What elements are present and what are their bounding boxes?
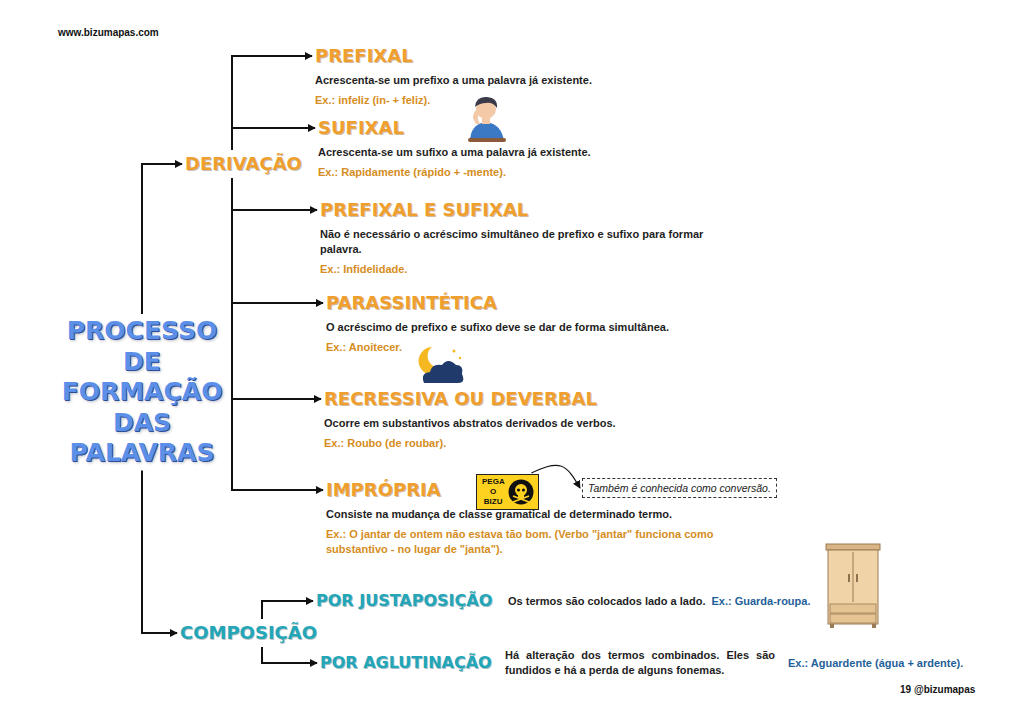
type-description: Os termos são colocados lado a lado. bbox=[508, 594, 705, 609]
tip-badge: PEGA O BIZU bbox=[476, 474, 539, 510]
type-example: Ex.: O jantar de ontem não estava tão bo… bbox=[326, 527, 731, 557]
connector-arrow bbox=[232, 178, 323, 303]
type-heading: PREFIXAL E SUFIXAL bbox=[320, 199, 712, 221]
note-text: Também é conhecida como conversão. bbox=[588, 481, 771, 495]
type-example: Ex.: Roubo (de roubar). bbox=[324, 436, 716, 451]
type-heading: PREFIXAL bbox=[315, 45, 705, 67]
root-title: PROCESSO DE FORMAÇÃO DAS PALAVRAS bbox=[62, 316, 223, 469]
concept-node: DERIVAÇÃO bbox=[185, 152, 302, 176]
type-description: Acrescenta-se um sufixo a uma palavra já… bbox=[318, 145, 708, 160]
connector-arrow bbox=[142, 164, 182, 314]
skull-icon bbox=[508, 479, 534, 505]
concept-node: POR JUSTAPOSIÇÃOOs termos são colocados … bbox=[316, 590, 810, 612]
type-example: Ex.: infeliz (in- + feliz). bbox=[315, 93, 705, 108]
connector-arrow bbox=[232, 128, 315, 150]
concept-node: POR AGLUTINAÇÃOHá alteração dos termos c… bbox=[320, 648, 963, 678]
connector-arrow bbox=[232, 178, 323, 490]
type-example: Ex.: Rapidamente (rápido + -mente). bbox=[318, 165, 708, 180]
connector-arrow bbox=[232, 178, 321, 399]
concept-node: PREFIXAL E SUFIXAL Não é necessário o acr… bbox=[320, 199, 712, 277]
type-heading: POR JUSTAPOSIÇÃO bbox=[316, 590, 508, 612]
connector-arrow bbox=[262, 647, 317, 663]
wardrobe-icon bbox=[826, 544, 880, 628]
type-description: Não é necessário o acréscimo simultâneo … bbox=[320, 227, 712, 257]
type-description: Há alteração dos termos combinados. Eles… bbox=[505, 648, 775, 678]
moon-cloud-icon bbox=[419, 347, 464, 383]
note-box: Também é conhecida como conversão. bbox=[582, 478, 777, 498]
concept-node: PREFIXAL Acrescenta-se um prefixo a uma p… bbox=[315, 45, 705, 108]
type-heading: POR AGLUTINAÇÃO bbox=[320, 652, 505, 674]
type-example: Ex.: Anoitecer. bbox=[326, 340, 718, 355]
tip-badge-text: PEGA O BIZU bbox=[482, 477, 504, 507]
type-description: Ocorre em substantivos abstratos derivad… bbox=[324, 416, 716, 431]
type-example: Ex.: Guarda-roupa. bbox=[711, 594, 810, 609]
page-footer: 19 @bizumapas bbox=[900, 684, 975, 695]
concept-node: PARASSINTÉTICA O acréscimo de prefixo e s… bbox=[326, 292, 718, 355]
type-heading: PARASSINTÉTICA bbox=[326, 292, 718, 314]
connector-arrow bbox=[232, 178, 317, 210]
type-description: O acréscimo de prefixo e sufixo deve se … bbox=[326, 320, 718, 335]
person-icon bbox=[468, 97, 506, 142]
type-heading: RECRESSIVA OU DEVERBAL bbox=[324, 388, 716, 410]
concept-node: COMPOSIÇÃO bbox=[180, 621, 317, 645]
branch-heading: COMPOSIÇÃO bbox=[180, 621, 317, 645]
site-url: www.bizumapas.com bbox=[58, 27, 159, 38]
concept-node: SUFIXAL Acrescenta-se um sufixo a uma pal… bbox=[318, 117, 708, 180]
connector-arrow bbox=[232, 56, 312, 150]
type-example: Ex.: Infidelidade. bbox=[320, 262, 712, 277]
type-description: Acrescenta-se um prefixo a uma palavra j… bbox=[315, 73, 705, 88]
root-node: PROCESSO DE FORMAÇÃO DAS PALAVRAS bbox=[62, 316, 223, 469]
type-example: Ex.: Aguardente (água + ardente). bbox=[788, 656, 963, 671]
connector-arrow bbox=[262, 601, 313, 619]
type-heading: SUFIXAL bbox=[318, 117, 708, 139]
connector-arrow bbox=[142, 471, 177, 634]
concept-node: RECRESSIVA OU DEVERBAL Ocorre em substant… bbox=[324, 388, 716, 451]
branch-heading: DERIVAÇÃO bbox=[185, 152, 302, 176]
